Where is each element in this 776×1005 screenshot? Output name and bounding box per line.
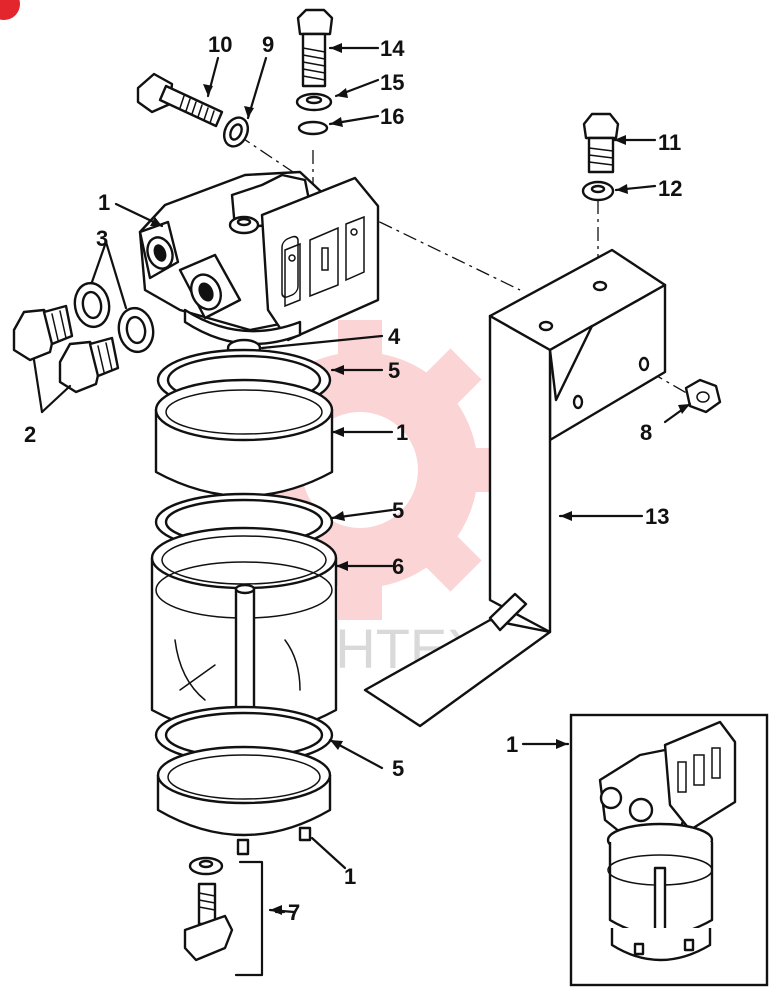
mounting-bracket-13: [363, 248, 667, 728]
callout-6: 6: [392, 554, 404, 579]
callout-7: 7: [288, 900, 300, 925]
callout-12: 12: [658, 176, 682, 201]
bolt-10: [136, 72, 224, 128]
callout-9: 9: [262, 32, 274, 57]
filter-element-cup: [154, 378, 334, 498]
o-ring-16: [297, 120, 329, 136]
bottom-cup: [156, 745, 332, 856]
callout-numbers: 10 9 14 15 16 11 12 1 3 2 4 5 1 5 6 8 13…: [24, 32, 682, 925]
filter-head: [138, 170, 380, 346]
callout-5-middle: 5: [392, 498, 404, 523]
callout-16: 16: [380, 104, 404, 129]
nut-8: [684, 378, 722, 414]
callout-2: 2: [24, 422, 36, 447]
washer-3-upper: [73, 281, 111, 329]
bracket-7: [234, 860, 264, 977]
bolt-14: [296, 8, 334, 88]
plug-2-lower: [58, 336, 120, 394]
callout-1-inset: 1: [506, 732, 518, 757]
callout-1-element: 1: [396, 420, 408, 445]
callout-5-top: 5: [388, 358, 400, 383]
callout-3: 3: [96, 226, 108, 251]
bolt-11: [582, 112, 620, 174]
callout-11: 11: [658, 130, 681, 155]
plug-2-upper: [12, 304, 74, 362]
assembled-view-inset: [569, 713, 769, 987]
corner-badge: [0, 0, 20, 20]
drain-plug-7: [183, 856, 234, 962]
callout-10: 10: [208, 32, 232, 57]
callout-8: 8: [640, 420, 652, 445]
callout-4: 4: [388, 324, 401, 349]
callout-5-bottom: 5: [392, 756, 404, 781]
washer-15: [295, 92, 333, 112]
callout-13: 13: [645, 504, 669, 529]
leader-arrowheads: [150, 43, 690, 915]
callout-1-bowl: 1: [344, 864, 356, 889]
washer-3-lower: [117, 306, 155, 354]
callout-14: 14: [380, 36, 405, 61]
callout-1-head: 1: [98, 190, 110, 215]
callout-15: 15: [380, 70, 404, 95]
washer-12: [581, 180, 615, 202]
washer-9: [222, 116, 250, 148]
